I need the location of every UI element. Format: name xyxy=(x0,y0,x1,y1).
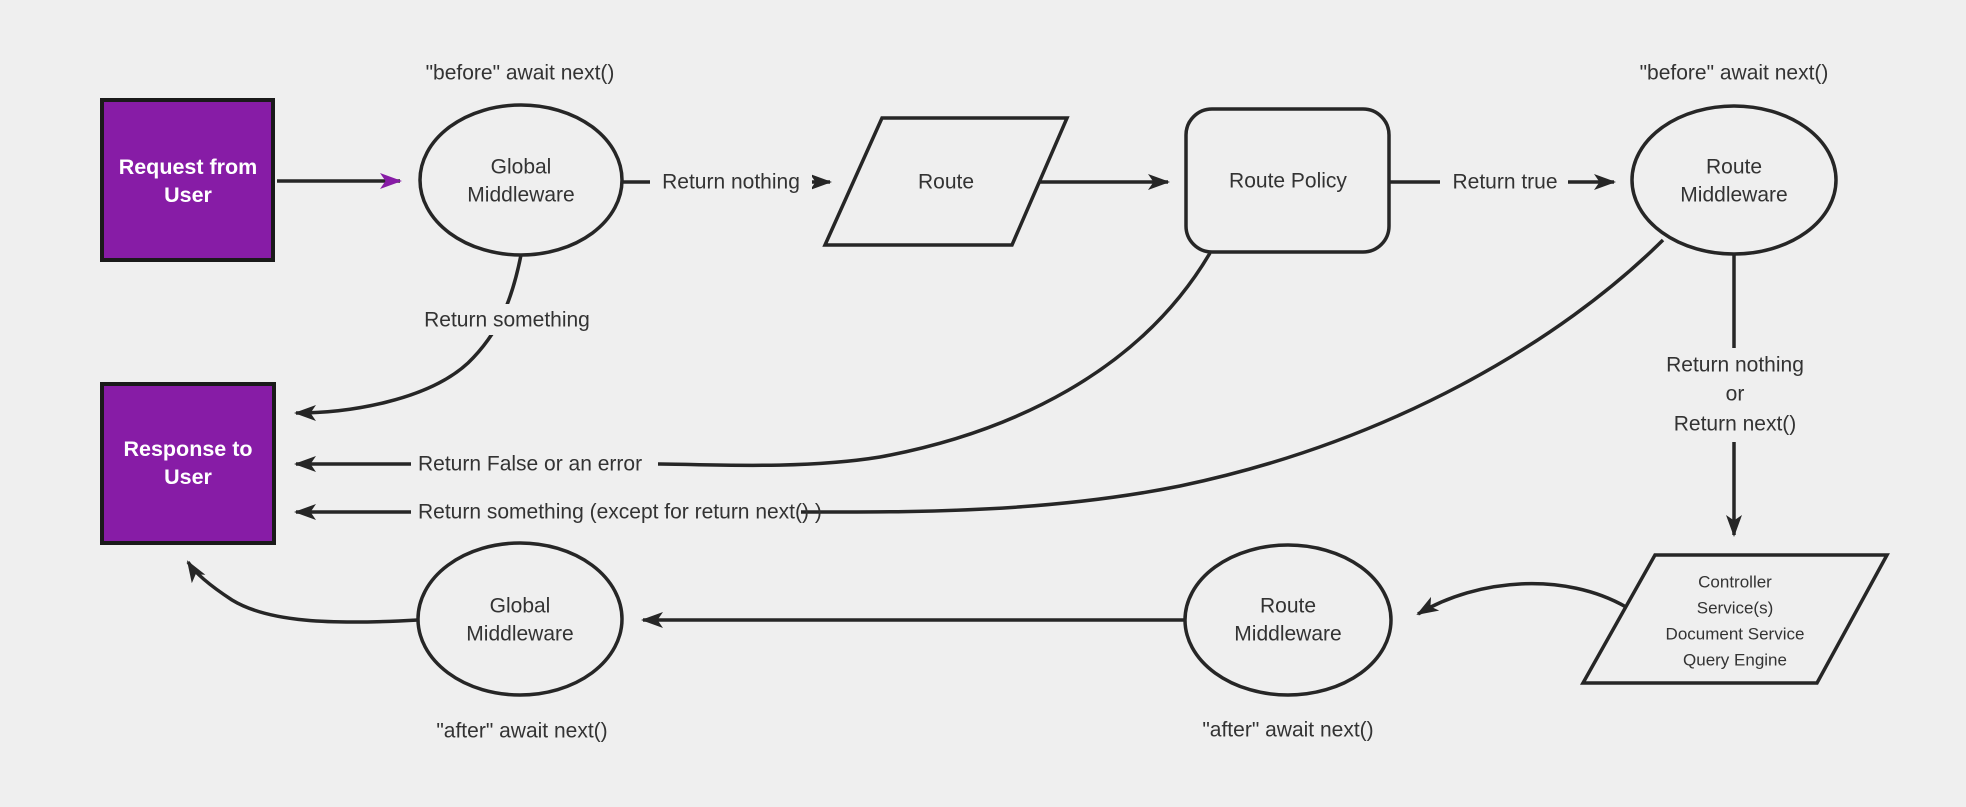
node-route-middleware-top: Route Middleware xyxy=(1630,104,1838,256)
edge-label-masks xyxy=(411,167,1828,528)
controller-label-line3: Document Service xyxy=(1666,625,1805,644)
request-box xyxy=(100,98,275,262)
edge-route-policy-to-response xyxy=(294,252,1212,472)
response-box xyxy=(100,382,276,545)
global-middleware-bottom-label-line2: Middleware xyxy=(466,623,573,646)
edge-controller-to-route-middleware-bottom xyxy=(1416,581,1627,616)
node-response-to-user: Response to User xyxy=(100,382,276,545)
node-global-middleware-top: Global Middleware xyxy=(418,103,624,257)
global-middleware-bottom-label-line1: Global xyxy=(490,595,551,618)
node-route-middleware-bottom: Route Middleware xyxy=(1183,543,1393,697)
mask-return-something xyxy=(416,304,598,335)
label-return-nothing-or: Return nothing or Return next() xyxy=(1666,354,1804,436)
label-before-await-left: "before" await next() xyxy=(426,62,615,85)
label-return-false-or-error: Return False or an error xyxy=(418,453,642,476)
controller-label-line2: Service(s) xyxy=(1697,599,1774,618)
global-middleware-top-ellipse xyxy=(418,103,624,257)
edge-labels: "before" await next() "before" await nex… xyxy=(418,62,1828,743)
label-return-something: Return something xyxy=(424,309,590,332)
label-return-nothing-or-line1: Return nothing xyxy=(1666,354,1804,377)
label-return-nothing-or-line2: or xyxy=(1726,383,1745,406)
mask-return-true xyxy=(1440,167,1568,197)
route-parallelogram xyxy=(822,116,1070,247)
mask-return-nothing xyxy=(650,167,812,197)
node-request-from-user: Request from User xyxy=(100,98,275,262)
label-return-nothing-or-line3: Return next() xyxy=(1674,413,1797,436)
route-middleware-top-label-line1: Route xyxy=(1706,156,1762,179)
global-middleware-top-label-line2: Middleware xyxy=(467,184,574,207)
global-middleware-bottom-ellipse xyxy=(416,541,624,697)
route-middleware-bottom-label-line1: Route xyxy=(1260,595,1316,618)
response-box-label-line1: Response to xyxy=(123,437,252,461)
route-middleware-bottom-label-line2: Middleware xyxy=(1234,623,1341,646)
request-box-label-line1: Request from xyxy=(119,155,258,179)
route-middleware-bottom-ellipse xyxy=(1183,543,1393,697)
route-middleware-top-label-line2: Middleware xyxy=(1680,184,1787,207)
mask-return-except xyxy=(411,496,801,528)
mask-return-nothing-or xyxy=(1642,348,1828,442)
edge-global-middleware-to-response xyxy=(294,254,523,421)
label-after-await-left: "after" await next() xyxy=(436,720,607,743)
node-route-policy: Route Policy xyxy=(1184,107,1391,254)
response-box-label-line2: User xyxy=(164,465,212,489)
mask-return-false xyxy=(411,448,658,480)
route-policy-box xyxy=(1184,107,1391,254)
label-after-await-middle: "after" await next() xyxy=(1202,719,1373,742)
route-middleware-top-ellipse xyxy=(1630,104,1838,256)
node-global-middleware-bottom: Global Middleware xyxy=(416,541,624,697)
controller-parallelogram xyxy=(1580,553,1890,685)
label-before-await-right: "before" await next() xyxy=(1640,62,1829,85)
request-box-label-line2: User xyxy=(164,183,212,207)
global-middleware-top-label-line1: Global xyxy=(491,156,552,179)
controller-label-line1: Controller xyxy=(1698,573,1772,592)
label-return-true: Return true xyxy=(1452,171,1557,194)
node-controller-services: Controller Service(s) Document Service Q… xyxy=(1580,553,1890,685)
controller-label-line4: Query Engine xyxy=(1683,651,1787,670)
route-label: Route xyxy=(918,171,974,194)
label-return-something-except: Return something (except for return next… xyxy=(418,501,822,524)
edges xyxy=(186,173,1742,628)
label-return-nothing: Return nothing xyxy=(662,171,800,194)
edge-global-middleware-bottom-to-response xyxy=(186,560,419,624)
node-route: Route xyxy=(822,116,1070,247)
route-policy-label: Route Policy xyxy=(1229,170,1347,193)
edge-route-middleware-to-response xyxy=(294,238,1665,520)
